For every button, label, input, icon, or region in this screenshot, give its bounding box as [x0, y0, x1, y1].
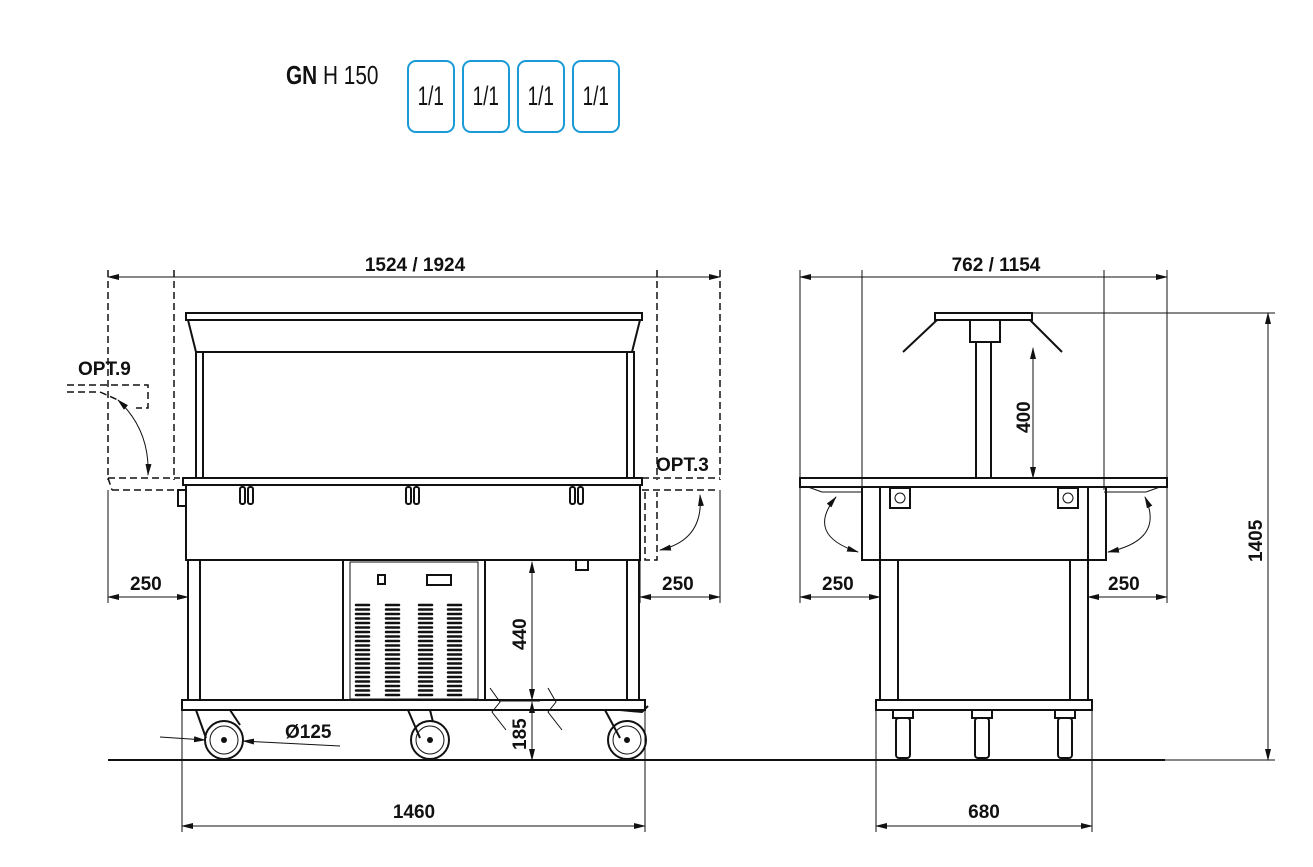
dim-overall-width-label: 1524 / 1924: [365, 255, 466, 276]
dim-overall-depth: 762 / 1154: [952, 255, 1041, 276]
dim-cabinet-height: 440: [510, 618, 531, 650]
side-sneeze-guard: [934, 312, 1033, 321]
dim-side-shelf-right: 250: [1108, 574, 1140, 595]
option-9-shelf-open: [107, 477, 180, 491]
base-frame: [181, 699, 646, 711]
option-3-label: OPT.3: [656, 455, 709, 476]
guard-post-left: [195, 351, 204, 479]
side-guard-post: [975, 341, 992, 479]
dim-total-height: 1405: [1246, 519, 1267, 562]
side-well-body: [879, 486, 1089, 561]
refrigeration-unit: [342, 559, 486, 701]
switch-icon: [377, 574, 386, 585]
gn-bold: GN: [286, 60, 318, 90]
leg-right: [626, 559, 640, 701]
thermostat-display: [426, 574, 452, 586]
option-9-label: OPT.9: [78, 359, 131, 380]
option-3-shelf: [642, 477, 720, 561]
pan-3: 1/1: [517, 60, 565, 133]
caster-wheels: [195, 705, 649, 760]
pan-4: 1/1: [572, 60, 620, 133]
handle-icon: [239, 486, 584, 505]
dim-shelf-right: 250: [662, 574, 694, 595]
counter-top: [182, 477, 643, 486]
dim-wheel-diameter: Ø125: [285, 722, 332, 743]
gastronorm-pans: 1/1 1/1 1/1 1/1: [407, 60, 620, 133]
bracket-icon: [889, 487, 911, 509]
sneeze-guard: [185, 312, 643, 321]
dim-side-shelf-left: 250: [822, 574, 854, 595]
side-caster-wheels: [892, 709, 1076, 759]
gn-label: GN H 150: [286, 60, 386, 91]
dim-base-height: 185: [510, 718, 531, 750]
dim-base-depth: 680: [968, 802, 1000, 823]
leg-left: [187, 559, 201, 701]
side-view: 762 / 1154 400 250: [799, 255, 1275, 832]
pan-2: 1/1: [462, 60, 510, 133]
side-base-frame: [875, 699, 1093, 711]
dim-guard-height: 400: [1014, 401, 1035, 433]
dim-shelf-left: 250: [130, 574, 162, 595]
vent-grille: [354, 603, 463, 697]
front-view: 1524 / 1924: [67, 255, 721, 832]
guard-post-right: [626, 351, 635, 479]
side-counter-top: [799, 477, 1168, 488]
dim-base-width: 1460: [393, 802, 435, 823]
pan-1: 1/1: [407, 60, 455, 133]
gn-height: H 150: [322, 60, 379, 90]
